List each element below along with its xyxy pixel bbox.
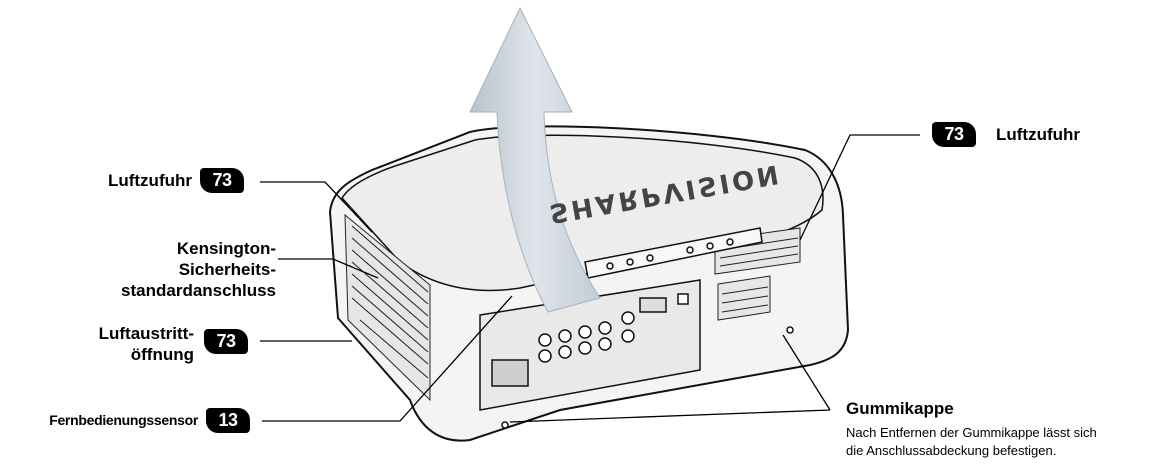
remote-sensor-page-badge: 13 [206, 408, 250, 433]
left-intake-page-badge: 73 [200, 168, 244, 193]
exhaust-label: Luftaustritt- öffnung [99, 323, 194, 365]
connector-jacks [538, 293, 689, 363]
right-intake-label: Luftzufuhr [996, 125, 1081, 144]
leader-lines [260, 134, 920, 423]
left-intake-grill [344, 213, 431, 402]
rubber-cap-note-line-1: Nach Entfernen der Gummikappe lässt sich [846, 425, 1097, 440]
kensington-line-1: Kensington- [176, 239, 276, 258]
exhaust-page-badge: 73 [204, 329, 248, 354]
rubber-cap-title: Gummikappe [846, 399, 954, 418]
control-strip [584, 227, 763, 279]
airflow-arrow [469, 6, 601, 313]
exhaust-line-1: Luftaustritt- [98, 324, 194, 343]
exhaust-line-2: öffnung [130, 345, 194, 364]
remote-sensor-label: Fernbedienungssensor [49, 412, 198, 428]
kensington-line-2: Sicherheits- [178, 260, 276, 279]
left-intake-label: Luftzufuhr [107, 171, 192, 190]
right-intake-page-badge: 73 [932, 122, 976, 147]
feet [501, 326, 794, 429]
kensington-label: Kensington- Sicherheits- standardanschlu… [121, 238, 276, 301]
rubber-cap-note-line-2: die Anschlussabdeckung befestigen. [846, 443, 1057, 458]
kensington-line-3: standardanschluss [121, 281, 276, 300]
